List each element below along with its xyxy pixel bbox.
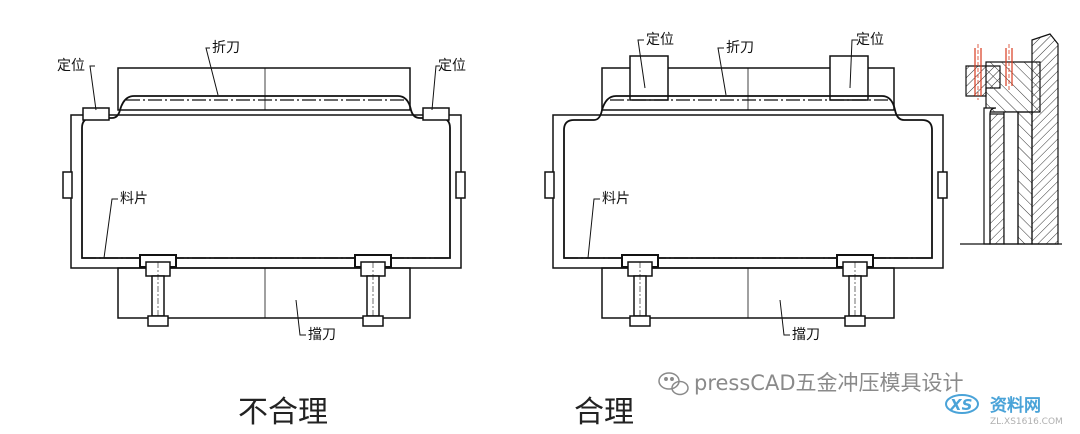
right-bending-knife-label: 折刀 [726,40,754,56]
left-bending-knife-block [117,67,411,111]
right-diagram [544,39,948,336]
right-caption: 合理 [574,395,634,430]
section-view [960,33,1062,245]
right-locator-right-label: 定位 [856,32,884,48]
site-logo-url: ZL.XS1616.COM [990,417,1063,427]
right-locator-left [629,55,669,101]
left-backstop-label: 擋刀 [308,327,336,343]
left-bending-knife-label: 折刀 [212,40,240,56]
left-sheet [81,95,451,259]
right-backstop-label: 擋刀 [792,327,820,343]
svg-text:XS: XS [949,396,972,414]
left-locator-right [422,107,450,121]
left-caption: 不合理 [238,395,328,430]
left-locator-left-label: 定位 [57,58,85,74]
xs-logo-icon: XS [945,394,979,414]
left-locator-right-label: 定位 [438,58,466,74]
right-sheet-label: 料片 [602,191,630,207]
left-sheet-label: 料片 [120,191,148,207]
right-locator-right [829,55,869,101]
right-sheet [563,95,933,259]
left-diagram [62,47,466,336]
left-backstop-block [117,267,411,319]
watermark-text: pressCAD五金冲压模具设计 [694,371,964,395]
site-logo-text: 资料网 [990,395,1041,416]
wechat-icon [658,372,689,396]
right-locator-left-label: 定位 [646,32,674,48]
